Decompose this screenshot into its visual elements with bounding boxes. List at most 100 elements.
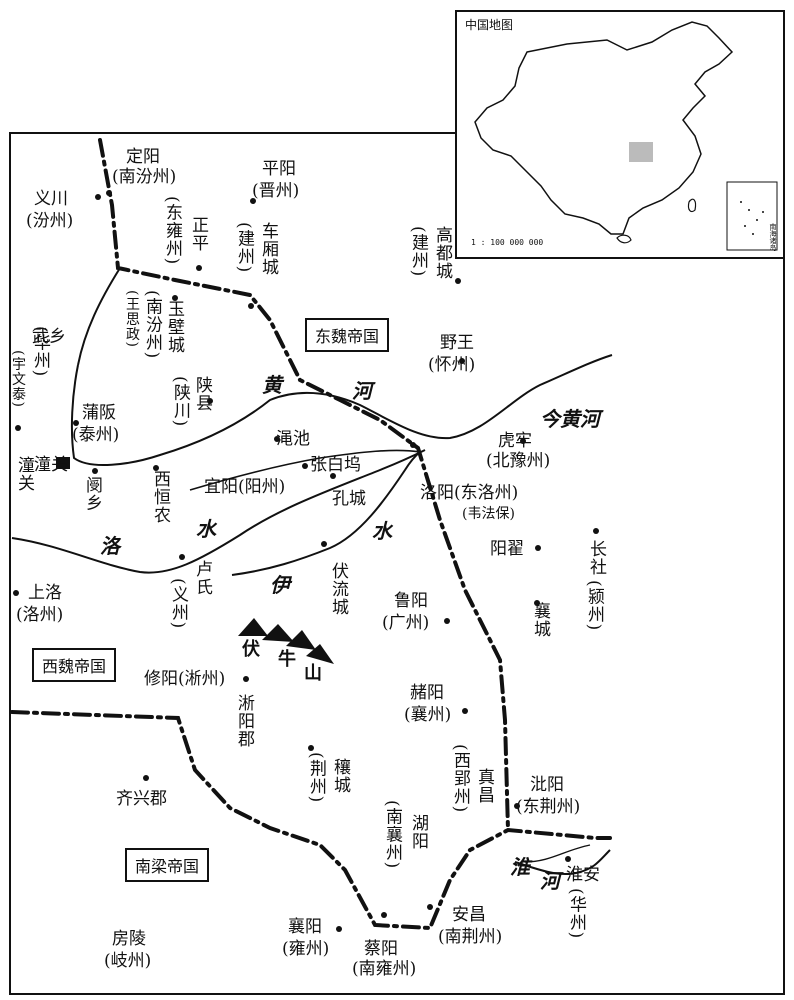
place-caiyang: 蔡阳 <box>364 939 398 959</box>
place-xiheng: 西恒农 <box>150 470 170 524</box>
place-nanfen: (南汾州) <box>142 290 162 360</box>
place-dot <box>153 465 159 471</box>
place-hulao: 虎牢 <box>498 431 532 451</box>
place-dot <box>321 541 327 547</box>
place-fuliu: 伏流城 <box>328 562 348 616</box>
border-south <box>10 710 612 931</box>
place-dot <box>92 468 98 474</box>
place-dot <box>455 278 461 284</box>
place-huaian: 淮安 <box>566 865 600 885</box>
place-dot <box>534 600 540 606</box>
place-pingyang-sub: (晋州) <box>252 181 300 201</box>
place-biyang: 沘阳 <box>530 775 564 795</box>
place-dot <box>565 856 571 862</box>
river-label-luo-1: 洛 <box>100 534 120 558</box>
place-shanchuan: (陕川) <box>170 376 190 428</box>
place-luyang: 鲁阳 <box>394 591 428 611</box>
place-yuwentai: (宇文泰) <box>10 350 26 408</box>
china-border <box>474 21 734 235</box>
river-label-huang-2: 河 <box>352 379 372 403</box>
place-zhangbaiwu: 张白坞 <box>310 455 361 475</box>
place-dot <box>250 198 256 204</box>
place-xiangyang-sub: (雍州) <box>282 939 330 959</box>
inset-map: 中国地图 1 : 100 000 000 南海诸岛 <box>455 10 785 259</box>
river-label-huang-1: 黄 <box>262 373 282 397</box>
place-zhengping: 正平 <box>188 216 208 252</box>
study-area <box>629 142 653 162</box>
place-anchang-sub: (南荆州) <box>438 927 503 947</box>
place-luoyang: 洛阳(东洛州) <box>420 483 519 503</box>
luo-river-2 <box>189 449 421 491</box>
yi-river <box>231 451 421 576</box>
place-dingyang: 定阳 <box>126 147 160 167</box>
place-dot <box>143 775 149 781</box>
hainan <box>616 234 632 244</box>
place-mianchi: 渑池 <box>276 429 310 449</box>
place-dot <box>427 904 433 910</box>
place-shanxian: 陕县 <box>192 376 212 412</box>
border-west-north <box>98 138 510 832</box>
place-dot <box>336 926 342 932</box>
place-chexiang: 车厢城 <box>258 222 278 276</box>
place-dot <box>381 912 387 918</box>
place-xiangcheng: 襄城 <box>530 602 550 638</box>
luo-river <box>11 449 426 574</box>
place-dot <box>172 295 178 301</box>
place-dot <box>248 303 254 309</box>
place-gaodu-sub: (建州) <box>408 226 428 278</box>
place-yichuan: 义川 <box>34 189 68 209</box>
place-pufan-sub: (泰州) <box>72 425 120 445</box>
place-biyang-sub: (东荆州) <box>516 797 581 817</box>
place-yangdi: 阳翟 <box>490 539 524 559</box>
place-yichuan-sub: (汾州) <box>26 211 74 231</box>
place-chexiang-sub: (建州) <box>234 222 254 274</box>
place-dingyang-sub: (南汾州) <box>112 167 177 187</box>
place-shangluo: 上洛 <box>28 583 62 603</box>
place-qixing: 齐兴郡 <box>116 789 167 809</box>
river-label-yi-1: 伊 <box>270 573 290 597</box>
place-xiangyang: 襄阳 <box>288 917 322 937</box>
tongguan-fort <box>56 457 70 469</box>
place-dot <box>274 436 280 442</box>
yellow-river-bank <box>77 267 121 366</box>
mountain-label-shan: 山 <box>304 663 322 684</box>
place-caiyang-sub: (南雍州) <box>352 959 417 979</box>
place-xiyang: 淅阳郡 <box>234 694 254 748</box>
place-dot <box>410 442 416 448</box>
nanhai-islands <box>740 201 764 235</box>
place-dot <box>15 425 21 431</box>
place-dot <box>514 803 520 809</box>
place-wuxiang-sub: (华州) <box>30 326 50 378</box>
inset-nanhai-label: 南海诸岛 <box>769 223 777 251</box>
inset-title: 中国地图 <box>465 18 514 32</box>
place-yewang: 野王 <box>440 333 474 353</box>
place-changshe: 长社 <box>586 540 606 576</box>
huai-river-2 <box>524 844 591 863</box>
place-yubi: 玉壁城 <box>164 300 184 354</box>
place-dot <box>444 618 450 624</box>
place-lushi-sub: (义州) <box>168 578 188 630</box>
place-shangluo-sub: (洛州) <box>16 605 64 625</box>
place-xiuyang: 修阳(淅州) <box>144 669 226 689</box>
place-heyang-sub: (襄州) <box>404 705 452 725</box>
place-gaodu: 高都城 <box>432 226 452 280</box>
place-dot <box>95 194 101 200</box>
place-dot <box>520 438 526 444</box>
east-wei-label: 东魏帝国 <box>305 318 390 352</box>
south-liang-label: 南梁帝国 <box>125 848 210 882</box>
place-dot <box>13 590 19 596</box>
place-xiying: (西郢州) <box>450 744 470 814</box>
place-dot <box>302 463 308 469</box>
inset-scale: 1 : 100 000 000 <box>471 238 544 247</box>
river-label-luo-2: 水 <box>196 517 216 541</box>
place-pufan: 蒲阪 <box>82 403 116 423</box>
place-wangsizheng: (王思政) <box>124 290 140 348</box>
place-anchang: 安昌 <box>452 905 486 925</box>
huai-river <box>514 849 611 876</box>
place-fangling-sub: (岐州) <box>104 951 152 971</box>
place-kongcheng: 孔城 <box>332 489 366 509</box>
place-changshe-sub: (颍州) <box>584 580 604 632</box>
place-fangling: 房陵 <box>112 929 146 949</box>
place-tongguan-v: 潼关 <box>14 456 34 492</box>
place-rangcheng: 穰城 <box>330 758 350 794</box>
